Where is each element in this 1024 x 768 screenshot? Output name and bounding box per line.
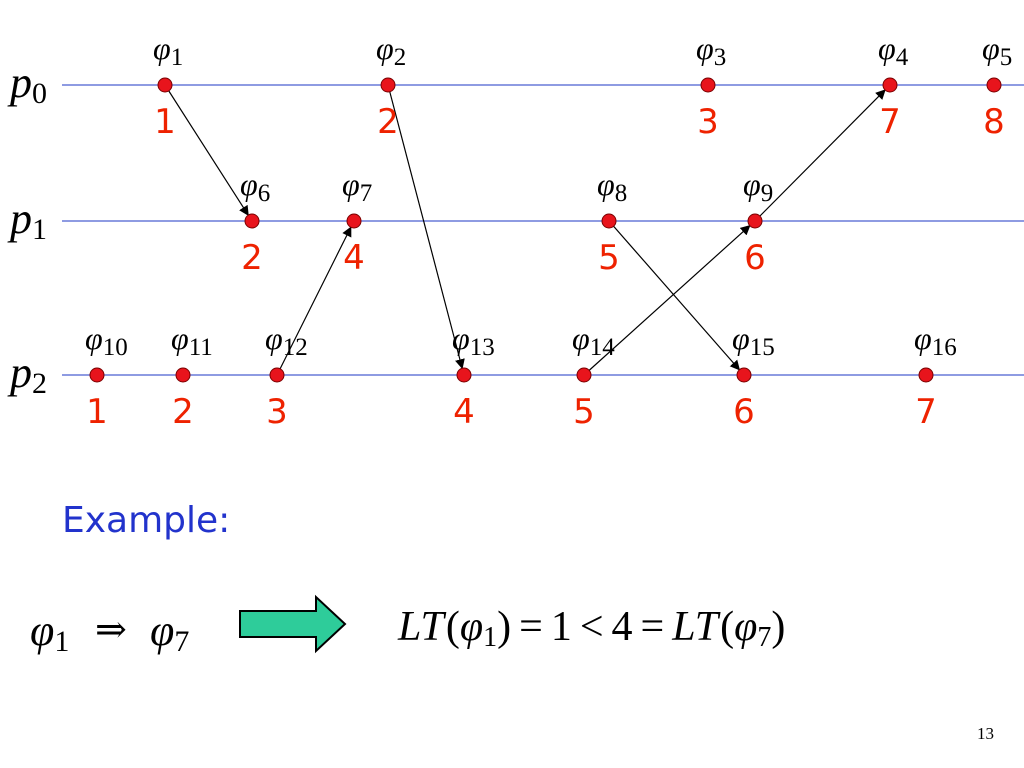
message-e8-to-e15 (608, 220, 741, 371)
events: φ11φ22φ33φ47φ58φ62φ74φ85φ96φ101φ112φ123φ… (85, 30, 1012, 432)
message-arrows (164, 84, 886, 376)
event-dot (700, 77, 716, 93)
event-symbol-label: φ13 (452, 320, 495, 361)
clock-value: 2 (241, 238, 263, 278)
event-symbol-label: φ12 (265, 320, 308, 361)
event-e14: φ14 5 (572, 320, 615, 432)
event-e2: φ2 2 (376, 30, 406, 142)
event-e12: φ12 3 (265, 320, 308, 432)
equation: LT(φ1)=1<4=LT(φ7) (397, 604, 785, 653)
clock-value: 7 (915, 392, 937, 432)
event-dot (601, 213, 617, 229)
event-symbol-label: φ9 (743, 166, 773, 207)
event-symbol-label: φ6 (240, 166, 270, 207)
event-symbol-label: φ16 (914, 320, 957, 361)
event-dot (244, 213, 260, 229)
clock-value: 3 (266, 392, 288, 432)
event-e1: φ1 1 (153, 30, 183, 142)
event-e16: φ16 7 (914, 320, 957, 432)
example-formula: φ1 ⇒ φ7 LT(φ1)=1<4=LT(φ7) (30, 594, 785, 658)
clock-value: 6 (744, 238, 766, 278)
event-dot (346, 213, 362, 229)
event-symbol-label: φ11 (171, 320, 213, 361)
clock-value: 2 (377, 102, 399, 142)
event-dot (456, 367, 472, 383)
event-symbol-label: φ2 (376, 30, 406, 71)
event-dot (269, 367, 285, 383)
event-dot (882, 77, 898, 93)
message-e2-to-e13 (387, 84, 465, 370)
process-timelines: p0 p1 p2 (7, 58, 1024, 400)
event-symbol-label: φ3 (696, 30, 726, 71)
clock-value: 5 (573, 392, 595, 432)
event-e4: φ4 7 (878, 30, 909, 142)
event-e13: φ13 4 (452, 320, 495, 432)
event-symbol-label: φ4 (878, 30, 909, 71)
implication-operator: ⇒ (95, 609, 127, 651)
clock-value: 4 (343, 238, 365, 278)
clock-value: 5 (598, 238, 620, 278)
process-label-p2: p2 (7, 348, 47, 400)
page-number: 13 (977, 724, 994, 743)
event-dot (157, 77, 173, 93)
clock-value: 8 (983, 102, 1005, 142)
event-e8: φ8 5 (597, 166, 627, 278)
event-dot (576, 367, 592, 383)
event-e10: φ10 1 (85, 320, 128, 432)
right-arrow-icon (239, 594, 347, 654)
event-e15: φ15 6 (732, 320, 775, 432)
event-dot (918, 367, 934, 383)
process-label-p0: p0 (7, 58, 47, 110)
message-e14-to-e9 (583, 225, 751, 376)
event-dot (380, 77, 396, 93)
clock-value: 7 (879, 102, 901, 142)
event-dot (986, 77, 1002, 93)
clock-value: 4 (453, 392, 475, 432)
message-e1-to-e6 (164, 84, 249, 216)
event-e7: φ7 4 (342, 166, 372, 278)
event-symbol-label: φ8 (597, 166, 627, 207)
event-dot (175, 367, 191, 383)
clock-value: 3 (697, 102, 719, 142)
event-symbol-label: φ14 (572, 320, 615, 361)
event-symbol-label: φ10 (85, 320, 128, 361)
event-symbol-label: φ15 (732, 320, 775, 361)
implication-phi-left: φ1 (30, 606, 69, 658)
event-symbol-label: φ7 (342, 166, 372, 207)
event-e5: φ5 8 (982, 30, 1012, 142)
message-e12-to-e7 (276, 226, 352, 376)
event-e9: φ9 6 (743, 166, 773, 278)
event-e11: φ11 2 (171, 320, 213, 432)
event-symbol-label: φ5 (982, 30, 1012, 71)
clock-value: 1 (86, 392, 108, 432)
process-label-p1: p1 (7, 194, 47, 246)
clock-value: 1 (154, 102, 176, 142)
event-dot (736, 367, 752, 383)
clock-value: 6 (733, 392, 755, 432)
event-e3: φ3 3 (696, 30, 726, 142)
event-e6: φ6 2 (240, 166, 270, 278)
clock-value: 2 (172, 392, 194, 432)
message-e9-to-e4 (754, 89, 886, 222)
example-label: Example: (62, 500, 231, 541)
event-dot (89, 367, 105, 383)
event-symbol-label: φ1 (153, 30, 183, 71)
implication-phi-right: φ7 (150, 606, 189, 658)
event-dot (747, 213, 763, 229)
